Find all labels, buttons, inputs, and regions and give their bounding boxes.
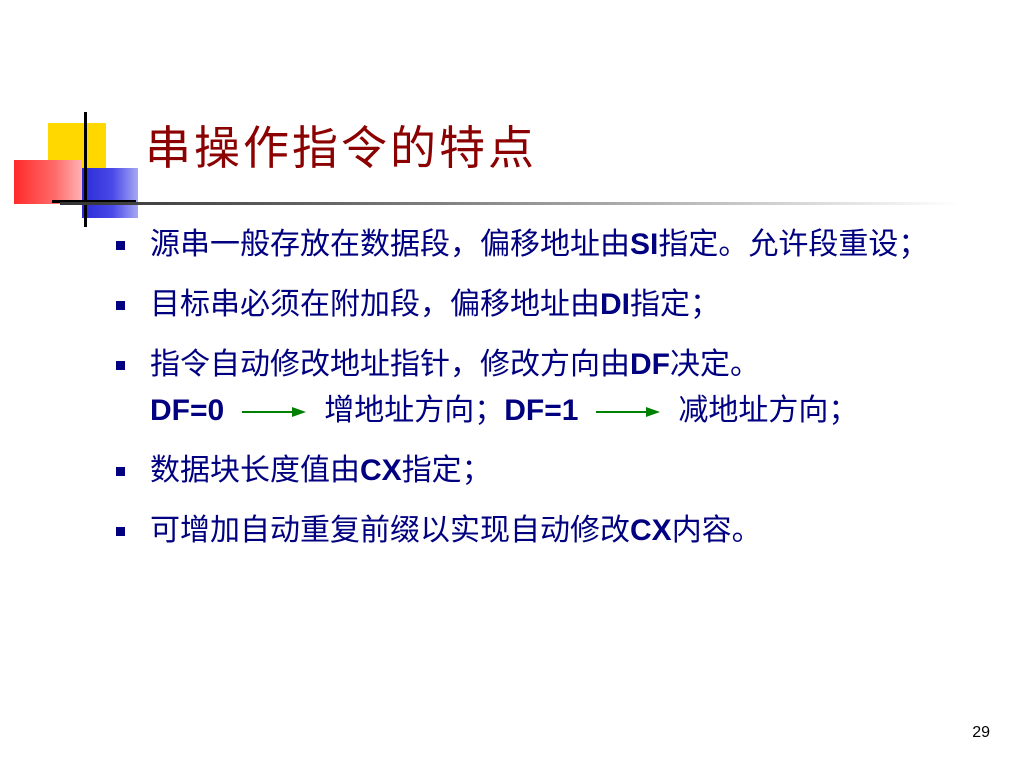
bullet-text: 数据块长度值由 bbox=[150, 453, 360, 488]
bullet-square-icon bbox=[116, 241, 125, 250]
bullet-square-icon bbox=[116, 467, 125, 476]
bullet-text: 目标串必须在附加段，偏移地址由 bbox=[150, 287, 600, 322]
df-zero-label: DF=0 bbox=[150, 394, 225, 427]
bullet-text: 增地址方向； bbox=[324, 393, 505, 428]
logo-blue-square bbox=[82, 168, 138, 218]
bullet-square-icon bbox=[116, 361, 125, 370]
bullet-text: 源串一般存放在数据段，偏移地址由 bbox=[150, 227, 630, 262]
right-arrow-icon bbox=[596, 406, 661, 417]
bullet-text: 可增加自动重复前缀以实现自动修改 bbox=[150, 513, 630, 548]
bullet-item-3: 指令自动修改地址指针，修改方向由DF决定。 DF=0 增地址方向；DF=1 减地址方向… bbox=[108, 342, 988, 434]
bullet-text: 指定； bbox=[401, 453, 492, 488]
bullet-text: 指定； bbox=[630, 287, 720, 322]
bullet-square-icon bbox=[116, 301, 125, 310]
logo-horizontal-line bbox=[52, 200, 136, 203]
bullet-text: 指令自动修改地址指针，修改方向由 bbox=[150, 347, 630, 382]
bullet-text: 减地址方向； bbox=[678, 393, 859, 428]
bullet-text: 内容。 bbox=[671, 513, 762, 548]
slide-title: 串操作指令的特点 bbox=[145, 121, 537, 175]
register-cx: CX bbox=[630, 514, 672, 547]
bullet-item-5: 可增加自动重复前缀以实现自动修改CX内容。 bbox=[108, 508, 988, 554]
page-number: 29 bbox=[972, 724, 990, 741]
bullet-list: 源串一般存放在数据段，偏移地址由SI指定。允许段重设； 目标串必须在附加段，偏移… bbox=[108, 222, 988, 568]
bullet-text: 决定。 bbox=[670, 347, 760, 382]
logo-vertical-line bbox=[84, 112, 87, 227]
flag-df: DF bbox=[630, 348, 670, 381]
bullet-square-icon bbox=[116, 527, 125, 536]
bullet-item-1: 源串一般存放在数据段，偏移地址由SI指定。允许段重设； bbox=[108, 222, 988, 268]
bullet-text: 指定。允许段重设； bbox=[658, 227, 929, 262]
bullet-item-4: 数据块长度值由CX指定； bbox=[108, 448, 988, 494]
register-si: SI bbox=[630, 228, 659, 261]
title-underline bbox=[60, 202, 960, 205]
bullet-item-2: 目标串必须在附加段，偏移地址由DI指定； bbox=[108, 282, 988, 328]
register-cx: CX bbox=[360, 454, 402, 487]
df-one-label: DF=1 bbox=[504, 394, 579, 427]
register-di: DI bbox=[600, 288, 630, 321]
right-arrow-icon bbox=[242, 406, 307, 417]
logo-red-bar bbox=[14, 160, 82, 204]
